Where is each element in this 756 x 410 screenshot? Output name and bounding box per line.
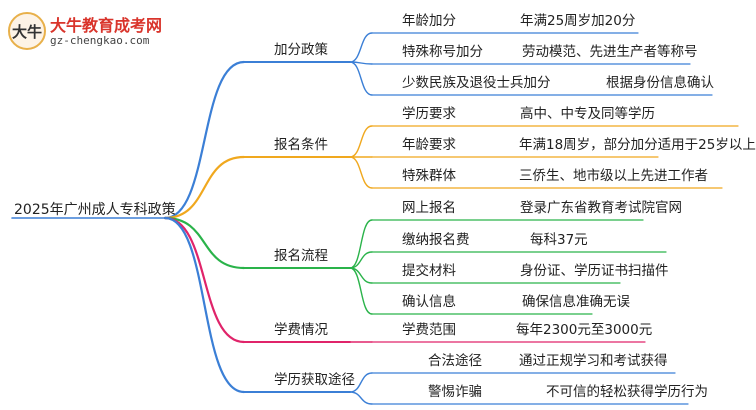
branch-label: 报名流程 xyxy=(274,248,328,264)
item-detail: 确保信息准确无误 xyxy=(522,294,630,310)
item-label: 年龄加分 xyxy=(402,13,456,29)
item-detail: 每科37元 xyxy=(530,232,588,248)
item-label: 特殊群体 xyxy=(402,168,456,184)
item-label: 网上报名 xyxy=(402,200,456,216)
item-label: 学历要求 xyxy=(402,106,456,122)
logo-mark-icon: 大牛 xyxy=(8,12,46,50)
branch-label: 报名条件 xyxy=(274,137,328,153)
branch-to-item-link xyxy=(349,219,373,269)
item-detail: 通过正规学习和考试获得 xyxy=(519,353,668,369)
mindmap-root: 2025年广州成人专科政策 xyxy=(14,202,176,218)
brand-url: gz-chengkao.com xyxy=(50,34,150,47)
item-label: 确认信息 xyxy=(402,294,456,310)
root-to-branch-link xyxy=(163,216,246,394)
item-label: 警惕诈骗 xyxy=(428,384,482,400)
branch-to-item-link xyxy=(349,125,373,158)
root-to-branch-link xyxy=(163,216,246,270)
brand-logo: 大牛 大牛教育成考网 gz-chengkao.com xyxy=(8,10,168,54)
item-label: 特殊称号加分 xyxy=(402,44,483,60)
branch-to-item-link xyxy=(349,391,373,405)
item-label: 提交材料 xyxy=(402,263,456,279)
item-label: 学费范围 xyxy=(402,322,456,338)
item-label: 缴纳报名费 xyxy=(402,232,470,248)
item-detail: 每年2300元至3000元 xyxy=(516,322,653,338)
branch-to-item-link xyxy=(349,251,373,269)
item-label: 合法途径 xyxy=(428,353,482,369)
branch-label: 学历获取途径 xyxy=(274,372,355,388)
brand-title: 大牛教育成考网 xyxy=(50,16,163,35)
root-to-branch-link xyxy=(163,60,246,220)
branch-to-item-link xyxy=(349,156,373,189)
item-detail: 高中、中专及同等学历 xyxy=(520,106,655,122)
branch-label: 加分政策 xyxy=(274,42,328,58)
item-label: 少数民族及退役士兵加分 xyxy=(402,75,551,91)
item-label: 年龄要求 xyxy=(402,137,456,153)
root-to-branch-link xyxy=(163,155,246,220)
item-detail: 劳动模范、先进生产者等称号 xyxy=(522,44,698,60)
branch-to-item-link xyxy=(349,32,373,63)
item-detail: 年满25周岁加20分 xyxy=(520,13,636,29)
item-detail: 不可信的轻松获得学历行为 xyxy=(546,384,708,400)
item-detail: 根据身份信息确认 xyxy=(606,75,714,91)
item-detail: 登录广东省教育考试院官网 xyxy=(520,200,682,216)
item-detail: 年满18周岁，部分加分适用于25岁以上 xyxy=(519,137,756,153)
branch-to-item-link xyxy=(349,61,373,96)
branch-label: 学费情况 xyxy=(274,322,328,338)
item-detail: 身份证、学历证书扫描件 xyxy=(520,263,669,279)
item-detail: 三侨生、地市级以上先进工作者 xyxy=(519,168,708,184)
root-to-branch-link xyxy=(163,216,246,344)
branch-to-item-link xyxy=(349,372,373,393)
branch-to-item-link xyxy=(349,267,373,315)
